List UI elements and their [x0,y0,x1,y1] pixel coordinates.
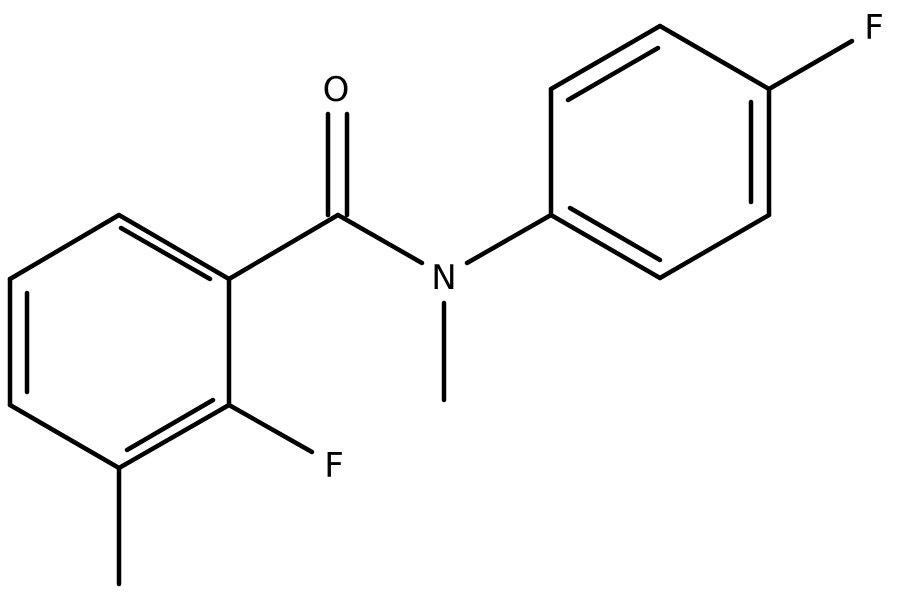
bond-r2-r3 [548,23,663,92]
bond-r5-r6 [657,212,772,281]
bond-r6-r1 [548,212,663,281]
bond-carbonyl-nitrogen [335,212,425,266]
atom-nitrogen: N [431,258,456,298]
double-bond-inner-r6-r1 [567,205,663,263]
atom-fluorine-para: F [864,8,884,48]
double-bond-inner-r2-r3 [565,45,661,103]
bond-aryl-fluorine [766,38,855,92]
right-benzene-ring [548,23,772,281]
double-bond-inner-c1-c2 [118,225,213,282]
atom-oxygen: O [323,70,350,110]
bond-ring-fluorine [226,402,315,455]
left-benzene-ring [7,212,232,471]
bond-c1-c2 [116,212,232,282]
atom-fluorine-ring: F [324,446,344,486]
bond-nitrogen-aryl [464,212,554,266]
bond-r3-r4 [657,23,772,92]
bond-c4-c5 [7,402,122,471]
bond-c2-c3 [7,212,122,282]
bond-c5-c6 [116,402,232,471]
double-bond-inner-c5-c6 [124,397,216,453]
bond-ring-carbonyl [226,212,341,282]
